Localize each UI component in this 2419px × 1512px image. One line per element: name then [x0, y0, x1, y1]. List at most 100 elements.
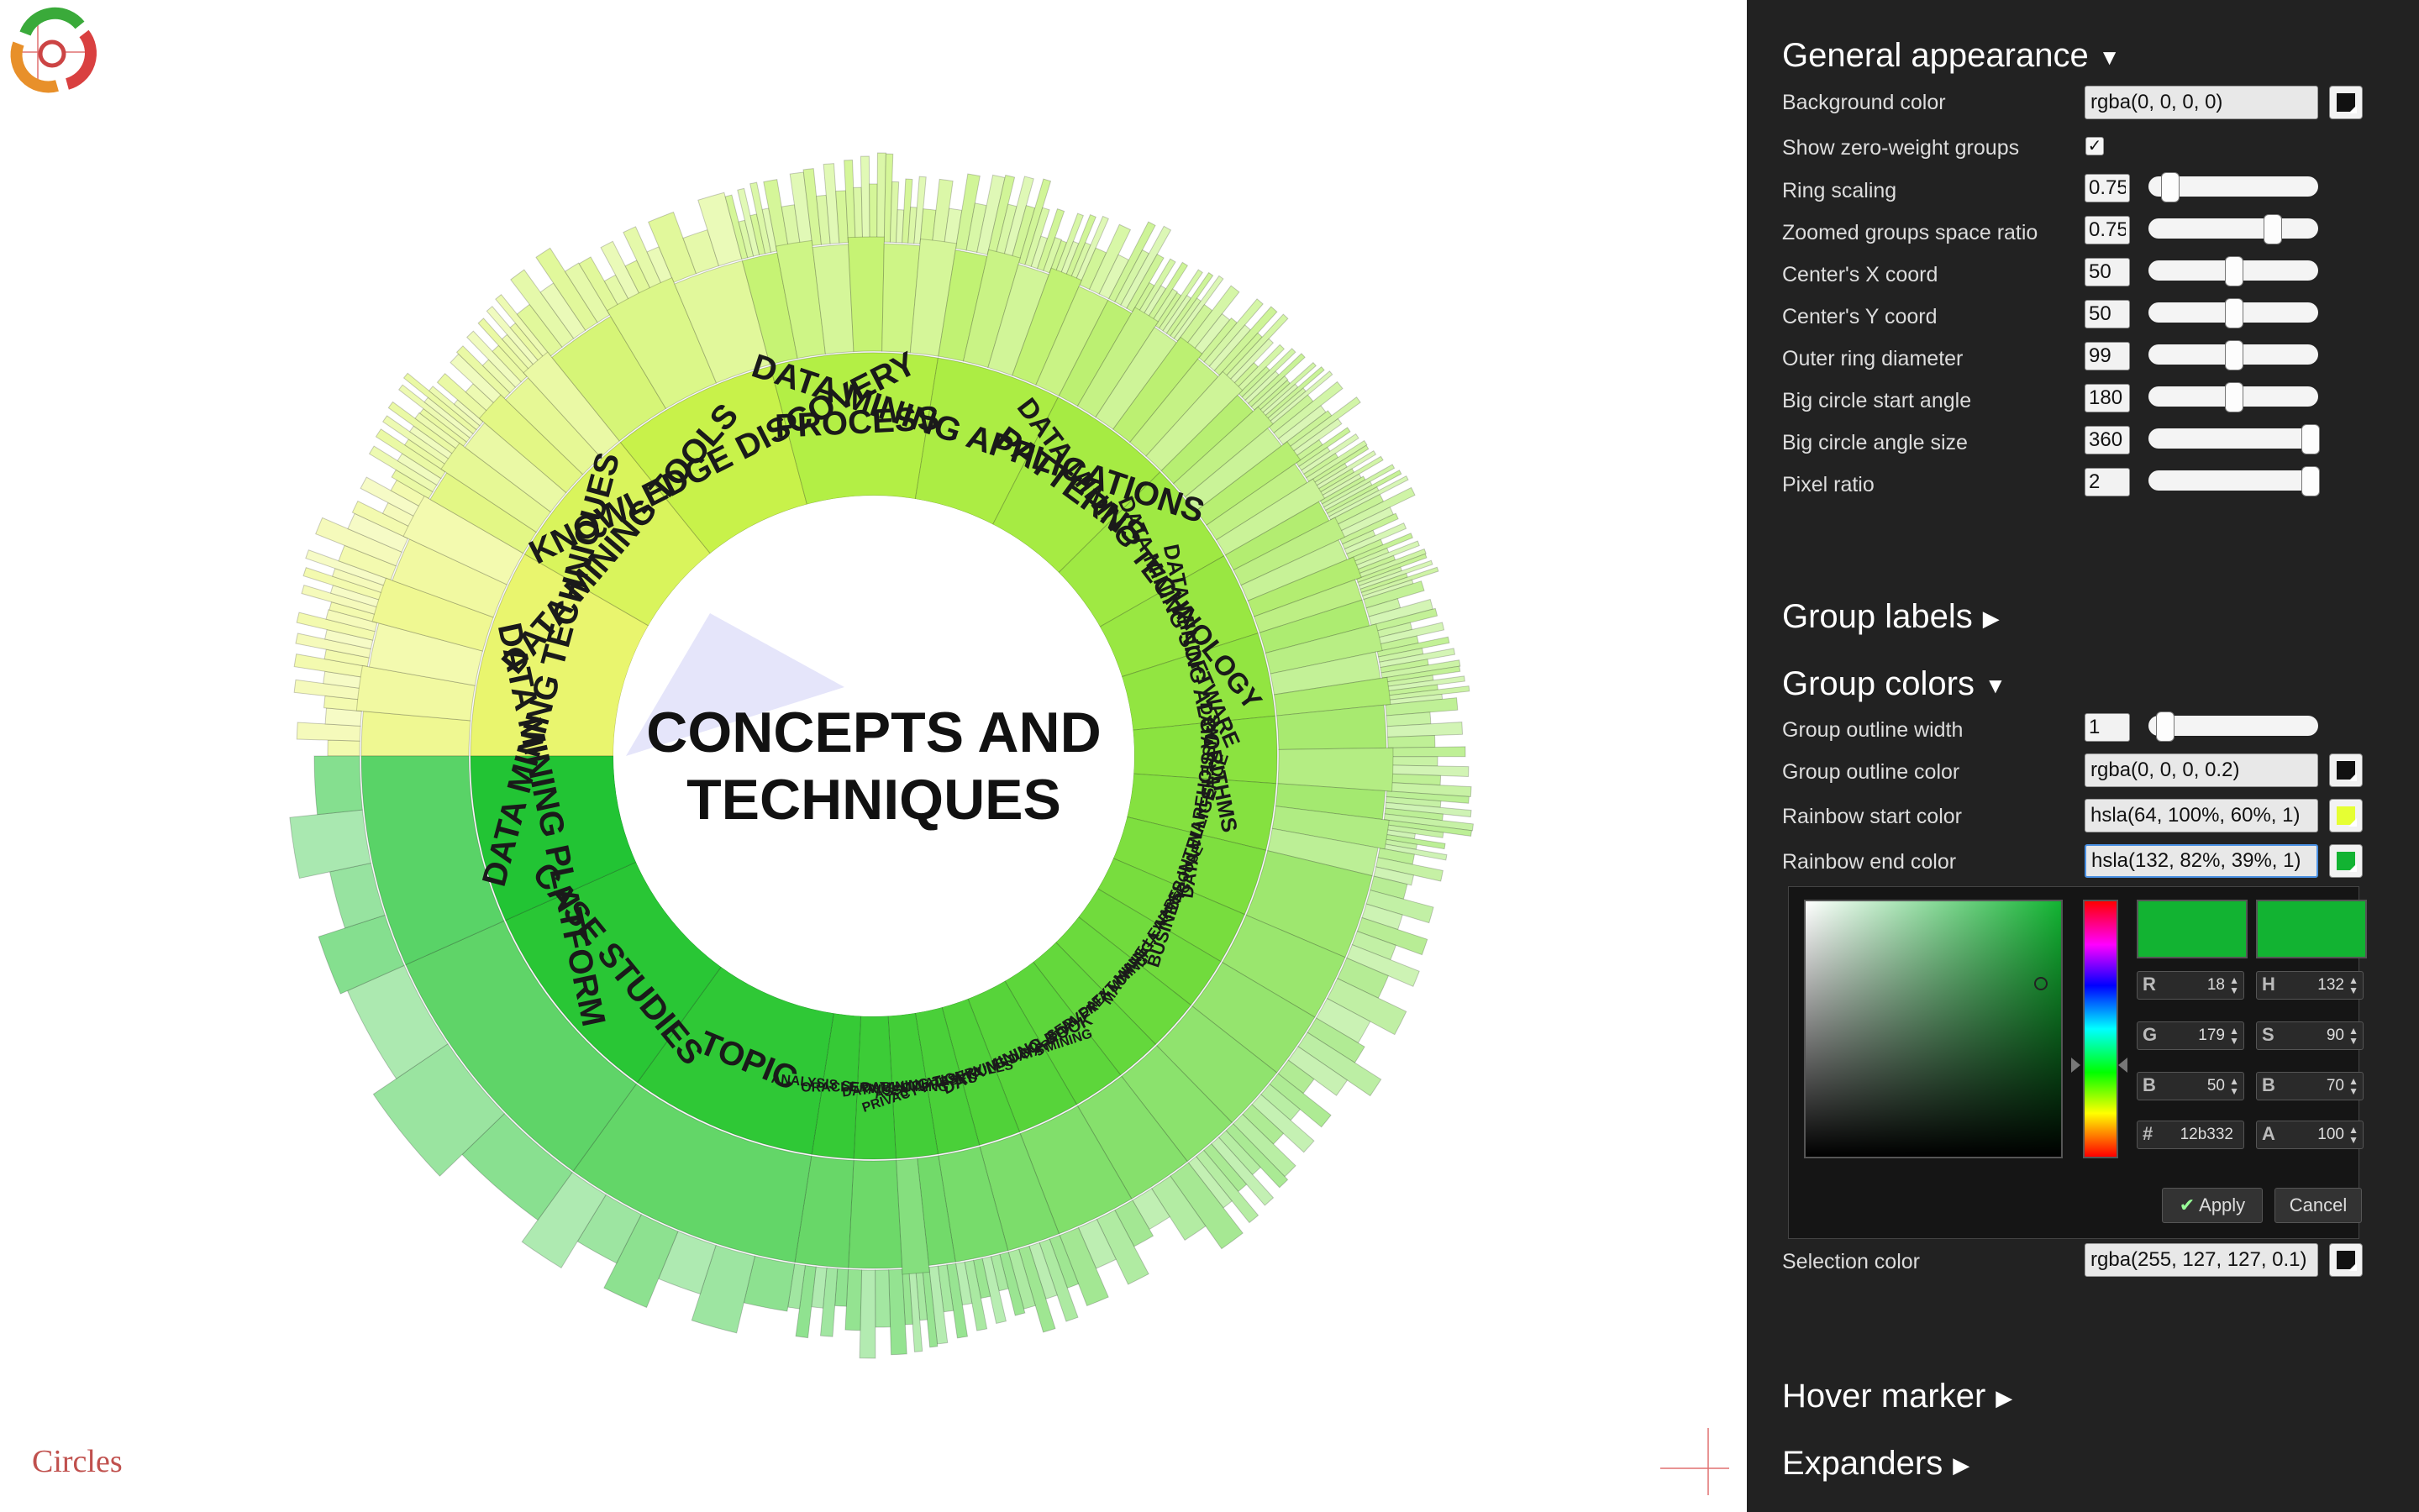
middle-sector[interactable]	[938, 249, 988, 362]
outer-sector[interactable]	[883, 153, 894, 243]
outer-sector[interactable]	[1242, 1104, 1285, 1145]
outer-sector[interactable]	[682, 228, 720, 275]
middle-sector[interactable]	[812, 244, 855, 355]
outer-sector[interactable]	[795, 1264, 817, 1339]
outer-sector[interactable]	[295, 633, 372, 659]
outer-sector[interactable]	[802, 168, 823, 246]
outer-sector[interactable]	[428, 386, 481, 431]
outer-sector[interactable]	[823, 163, 840, 244]
r-value[interactable]: 18	[2206, 976, 2225, 994]
outer-sector[interactable]	[423, 396, 474, 438]
outer-sector[interactable]	[318, 914, 405, 995]
color-marker[interactable]	[2034, 977, 2048, 990]
outer-sector[interactable]	[1244, 370, 1280, 405]
outer-sector[interactable]	[1326, 978, 1407, 1036]
outer-sector[interactable]	[372, 1043, 506, 1177]
outer-sector[interactable]	[1049, 1234, 1080, 1289]
outer-sector[interactable]	[564, 262, 611, 323]
outer-sector[interactable]	[844, 1268, 863, 1331]
middle-sector[interactable]	[1121, 1045, 1233, 1163]
outer-sector[interactable]	[1361, 579, 1414, 601]
middle-sector[interactable]	[360, 711, 471, 757]
section-expanders[interactable]: Expanders▶	[1782, 1445, 1969, 1483]
background-color-input[interactable]	[2085, 86, 2318, 119]
outer-sector[interactable]	[1170, 1162, 1244, 1250]
outer-sector[interactable]	[347, 512, 409, 553]
outer-sector[interactable]	[1007, 1248, 1036, 1310]
outer-sector[interactable]	[1357, 566, 1403, 587]
outer-sector[interactable]	[1376, 636, 1450, 658]
pixel-ratio-input[interactable]	[2085, 468, 2130, 496]
rainbow-end-picker-button[interactable]	[2329, 844, 2363, 878]
middle-sector[interactable]	[1019, 1105, 1133, 1235]
outer-sector[interactable]	[1385, 795, 1442, 808]
middle-sector[interactable]	[402, 495, 524, 585]
outer-sector[interactable]	[1319, 475, 1366, 505]
selection-color-input[interactable]	[2085, 1243, 2318, 1277]
outer-sector[interactable]	[1202, 1143, 1248, 1193]
outer-sector[interactable]	[1277, 1059, 1315, 1095]
section-group-colors[interactable]: Group colors▼	[1782, 665, 2006, 703]
middle-sector[interactable]	[1276, 704, 1387, 750]
outer-sector[interactable]	[1059, 1226, 1109, 1307]
outer-sector[interactable]	[889, 181, 900, 244]
outer-sector[interactable]	[1373, 866, 1415, 886]
outer-sector[interactable]	[1328, 475, 1409, 521]
section-general-appearance[interactable]: General appearance▼	[1782, 37, 2120, 75]
angle-size-slider[interactable]	[2148, 424, 2320, 454]
section-group-labels[interactable]: Group labels▶	[1782, 598, 2000, 636]
center-x-slider[interactable]	[2148, 256, 2318, 286]
outer-sector[interactable]	[1079, 247, 1107, 291]
middle-sector[interactable]	[368, 622, 484, 686]
outer-sector[interactable]	[869, 183, 878, 243]
outer-sector[interactable]	[1363, 580, 1425, 609]
middle-sector[interactable]	[551, 315, 667, 442]
outer-sector[interactable]	[289, 809, 372, 879]
outer-sector[interactable]	[859, 1269, 876, 1359]
apply-button[interactable]: ✔ Apply	[2162, 1188, 2263, 1223]
outer-sector[interactable]	[1268, 394, 1314, 434]
spinner-icon[interactable]: ▲▼	[2229, 1075, 2239, 1097]
outer-sector[interactable]	[1387, 734, 1436, 748]
center-circle[interactable]	[613, 496, 1134, 1016]
section-hover-marker[interactable]: Hover marker▶	[1782, 1378, 2012, 1415]
s-value[interactable]: 90	[2326, 1026, 2344, 1044]
outer-sector[interactable]	[819, 1267, 839, 1337]
saturation-value-area[interactable]	[1804, 900, 2063, 1158]
show-zero-weight-checkbox[interactable]: ✓	[2085, 137, 2104, 155]
outer-sector[interactable]	[375, 428, 446, 480]
outline-width-slider[interactable]	[2148, 711, 2318, 742]
zoomed-ratio-input[interactable]	[2085, 216, 2130, 244]
middle-sector[interactable]	[1259, 599, 1370, 654]
center-y-input[interactable]	[2085, 300, 2130, 328]
outer-sector[interactable]	[324, 707, 362, 727]
middle-sector[interactable]	[1265, 623, 1383, 675]
outer-sector[interactable]	[1298, 446, 1331, 471]
outer-sector[interactable]	[539, 282, 586, 339]
outer-sector[interactable]	[1187, 1156, 1233, 1209]
bv-value[interactable]: 70	[2326, 1077, 2344, 1095]
spinner-icon[interactable]: ▲▼	[2348, 1025, 2359, 1047]
outer-sector[interactable]	[1365, 598, 1401, 617]
outer-sector[interactable]	[1386, 711, 1432, 727]
outer-sector[interactable]	[1337, 957, 1390, 999]
outer-diameter-input[interactable]	[2085, 342, 2130, 370]
outer-sector[interactable]	[453, 399, 484, 427]
middle-sector[interactable]	[1076, 1075, 1188, 1200]
outer-sector[interactable]	[1346, 538, 1384, 560]
start-angle-input[interactable]	[2085, 384, 2130, 412]
hex-field[interactable]: #12b332	[2137, 1121, 2244, 1149]
spinner-icon[interactable]: ▲▼	[2348, 1075, 2359, 1097]
outer-sector[interactable]	[1351, 931, 1397, 961]
outer-sector[interactable]	[603, 1214, 679, 1309]
outline-width-input[interactable]	[2085, 713, 2130, 742]
outer-sector[interactable]	[1132, 1188, 1170, 1231]
middle-sector[interactable]	[392, 538, 507, 618]
pixel-ratio-slider[interactable]	[2148, 466, 2320, 496]
outer-sector[interactable]	[954, 173, 981, 251]
